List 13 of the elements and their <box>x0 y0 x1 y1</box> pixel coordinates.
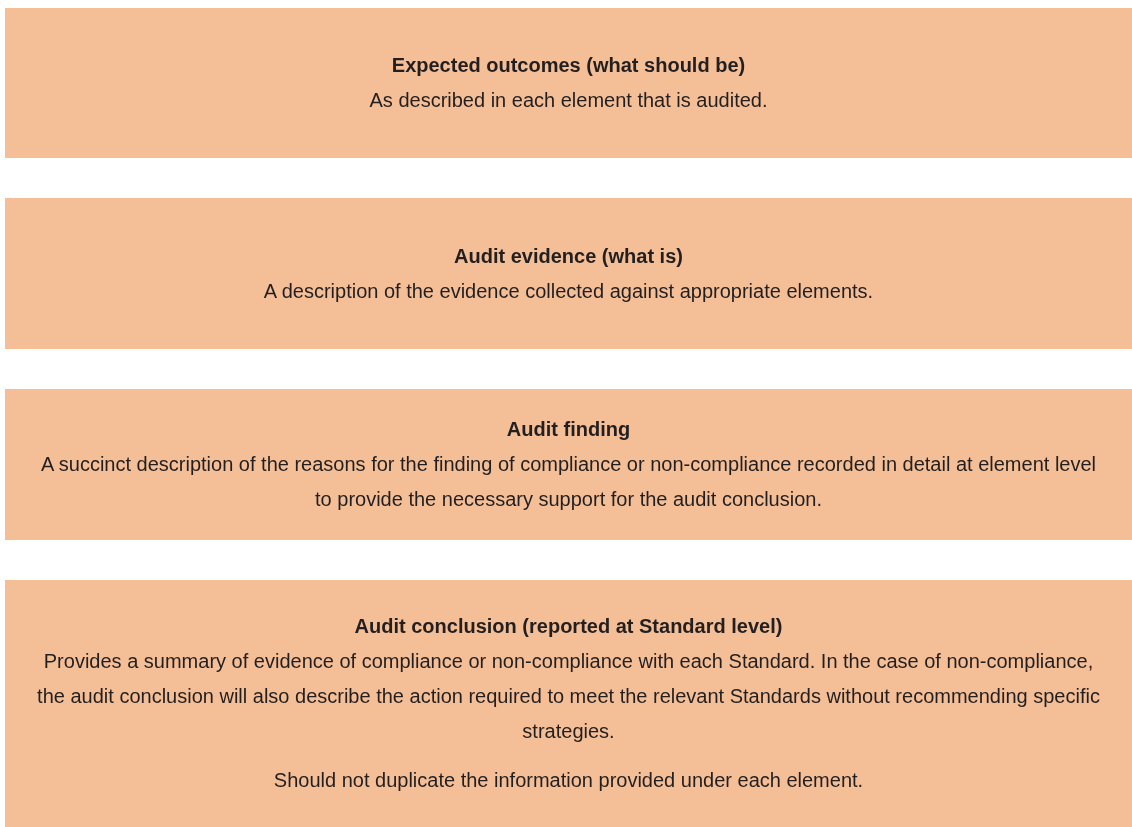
text-panel <box>5 580 1132 827</box>
text-panel <box>5 198 1132 349</box>
panel-heading: Audit evidence (what is) <box>454 243 683 269</box>
text-panel <box>5 389 1132 540</box>
panel-text: As described in each element that is audited. <box>369 88 768 113</box>
panel-text: A description of the evidence collected against appropriate elements. <box>263 278 874 304</box>
panel-text: A succinct description of the reasons for the finding of compliance or non-compliance recorded in detail at element level to provide the necessary support for the audit conclusion. <box>40 452 1097 512</box>
panel-heading: Expected outcomes (what should be) <box>391 53 746 78</box>
panel-heading: Audit finding <box>506 417 631 442</box>
text-panel <box>5 8 1132 158</box>
panel-text: Should not duplicate the information provided under each element. <box>273 768 864 793</box>
panel-text: Provides a summary of evidence of compliance or non-compliance with each Standard. In the case of non-compliance, the audit conclusion will also describe the action required to meet the relevant Standards without recommending specific strategies. <box>36 649 1101 744</box>
panel-heading: Audit conclusion (reported at Standard level) <box>354 614 783 639</box>
